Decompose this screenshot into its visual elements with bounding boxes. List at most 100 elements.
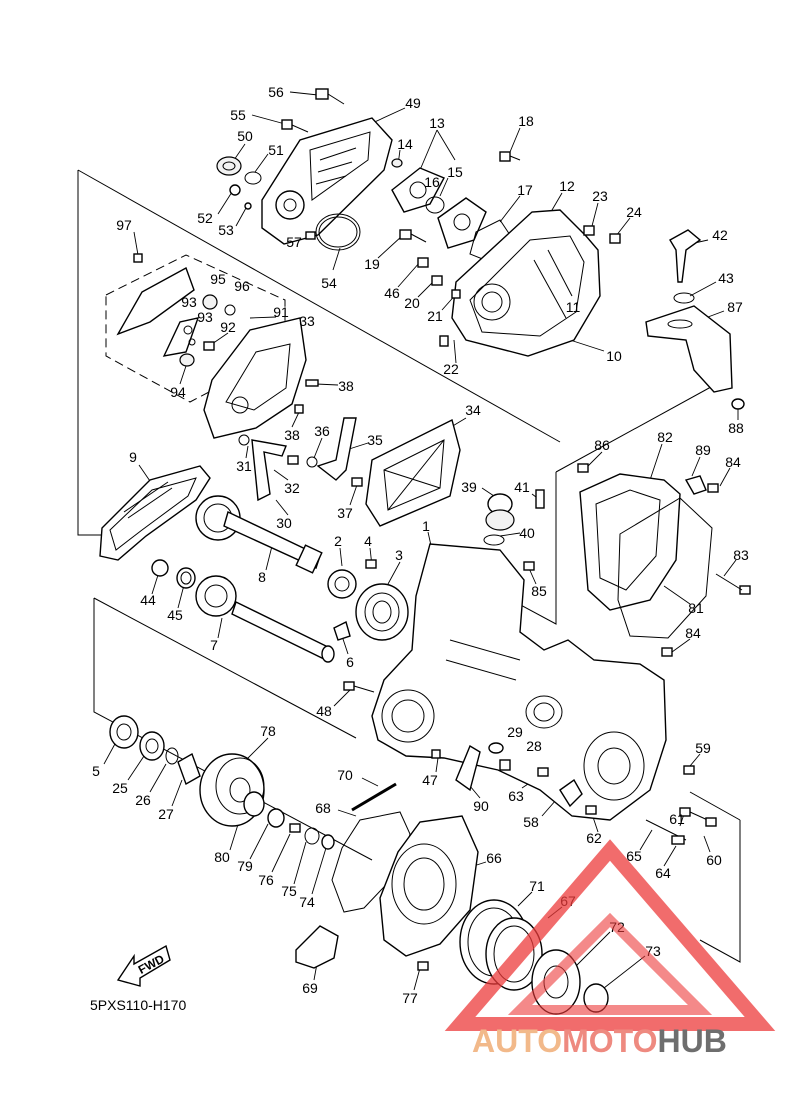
callout-31: 31 [236,458,252,474]
callout-36: 36 [314,423,330,439]
callout-6: 6 [346,654,354,670]
cover-66 [379,815,479,957]
belt-9 [99,465,211,561]
bracket-87 [645,305,733,393]
callout-49: 49 [405,95,421,111]
diagram-code: 5PXS110-H170 [90,997,186,1013]
callout-92: 92 [220,319,236,335]
callout-19: 19 [364,256,380,272]
callout-47: 47 [422,772,438,788]
callout-15: 15 [447,164,463,180]
callout-94: 94 [170,384,186,400]
callout-62: 62 [586,830,602,846]
oring-54 [315,213,361,251]
gasket-81 [617,497,713,639]
callout-37: 37 [337,505,353,521]
callout-38: 38 [338,378,354,394]
callout-48: 48 [316,703,332,719]
bolt-55 [281,119,309,133]
callout-96: 96 [234,278,250,294]
callout-44: 44 [140,592,156,608]
callout-13: 13 [429,115,445,131]
callout-66: 66 [486,850,502,866]
bracket-97 [116,266,195,336]
callout-85: 85 [531,583,547,599]
leader-lines [103,91,739,991]
callout-23: 23 [592,188,608,204]
callout-16: 16 [424,174,440,190]
callout-71: 71 [529,878,545,894]
callout-93: 93 [197,309,213,325]
watermark-logo: AUTOMOTOHUB [444,839,776,1059]
callout-74: 74 [299,894,315,910]
oring-51 [244,171,262,185]
elbow-30 [251,439,287,502]
callout-18: 18 [518,113,534,129]
bearing-5 [109,715,139,749]
callout-90: 90 [473,798,489,814]
callout-86: 86 [594,437,610,453]
callout-42: 42 [712,227,728,243]
callout-56: 56 [268,84,284,100]
callout-24: 24 [626,204,642,220]
callout-55: 55 [230,107,246,123]
callout-78: 78 [260,723,276,739]
dipstick-42 [669,229,702,283]
callout-34: 34 [465,402,481,418]
callout-22: 22 [443,361,459,377]
bolt-56 [315,88,345,105]
shaft-8 [195,495,323,574]
callout-97: 97 [116,217,132,233]
callout-89: 89 [695,442,711,458]
callout-39: 39 [461,479,477,495]
cover-82 [579,473,681,611]
callout-10: 10 [606,348,622,364]
callout-51: 51 [268,142,284,158]
callout-40: 40 [519,525,535,541]
callout-84: 84 [685,625,701,641]
shaft-7 [195,575,335,663]
callout-70: 70 [337,767,353,783]
bearing-3 [355,583,409,641]
callout-52: 52 [197,210,213,226]
callout-11: 11 [566,299,581,315]
fwd-arrow-icon [116,944,171,987]
callout-80: 80 [214,849,230,865]
callout-50: 50 [237,128,253,144]
callout-61: 61 [669,811,685,827]
callout-76: 76 [258,872,274,888]
group-frames [77,169,741,963]
callout-4: 4 [364,533,372,549]
callout-5: 5 [92,763,100,779]
callout-26: 26 [135,792,151,808]
callout-95: 95 [210,271,226,287]
callout-12: 12 [559,178,575,194]
callout-17: 17 [517,182,533,198]
callout-25: 25 [112,780,128,796]
callout-30: 30 [276,515,292,531]
callout-8: 8 [258,569,266,585]
watermark-text: AUTOMOTOHUB [472,1023,727,1059]
callout-7: 7 [210,637,218,653]
callout-69: 69 [302,980,318,996]
callout-63: 63 [508,788,524,804]
callout-29: 29 [507,724,523,740]
callout-27: 27 [158,806,174,822]
callout-3: 3 [395,547,403,563]
callout-84: 84 [725,454,741,470]
plate-34 [365,418,461,527]
callout-65: 65 [626,848,642,864]
callout-82: 82 [657,429,673,445]
pump-13 [391,158,487,249]
callout-28: 28 [526,738,542,754]
cap-50 [216,156,242,176]
callout-79: 79 [237,858,253,874]
callout-35: 35 [367,432,383,448]
callout-33: 33 [299,313,315,329]
callout-64: 64 [655,865,671,881]
callout-53: 53 [218,222,234,238]
callout-58: 58 [523,814,539,830]
callout-75: 75 [281,883,297,899]
